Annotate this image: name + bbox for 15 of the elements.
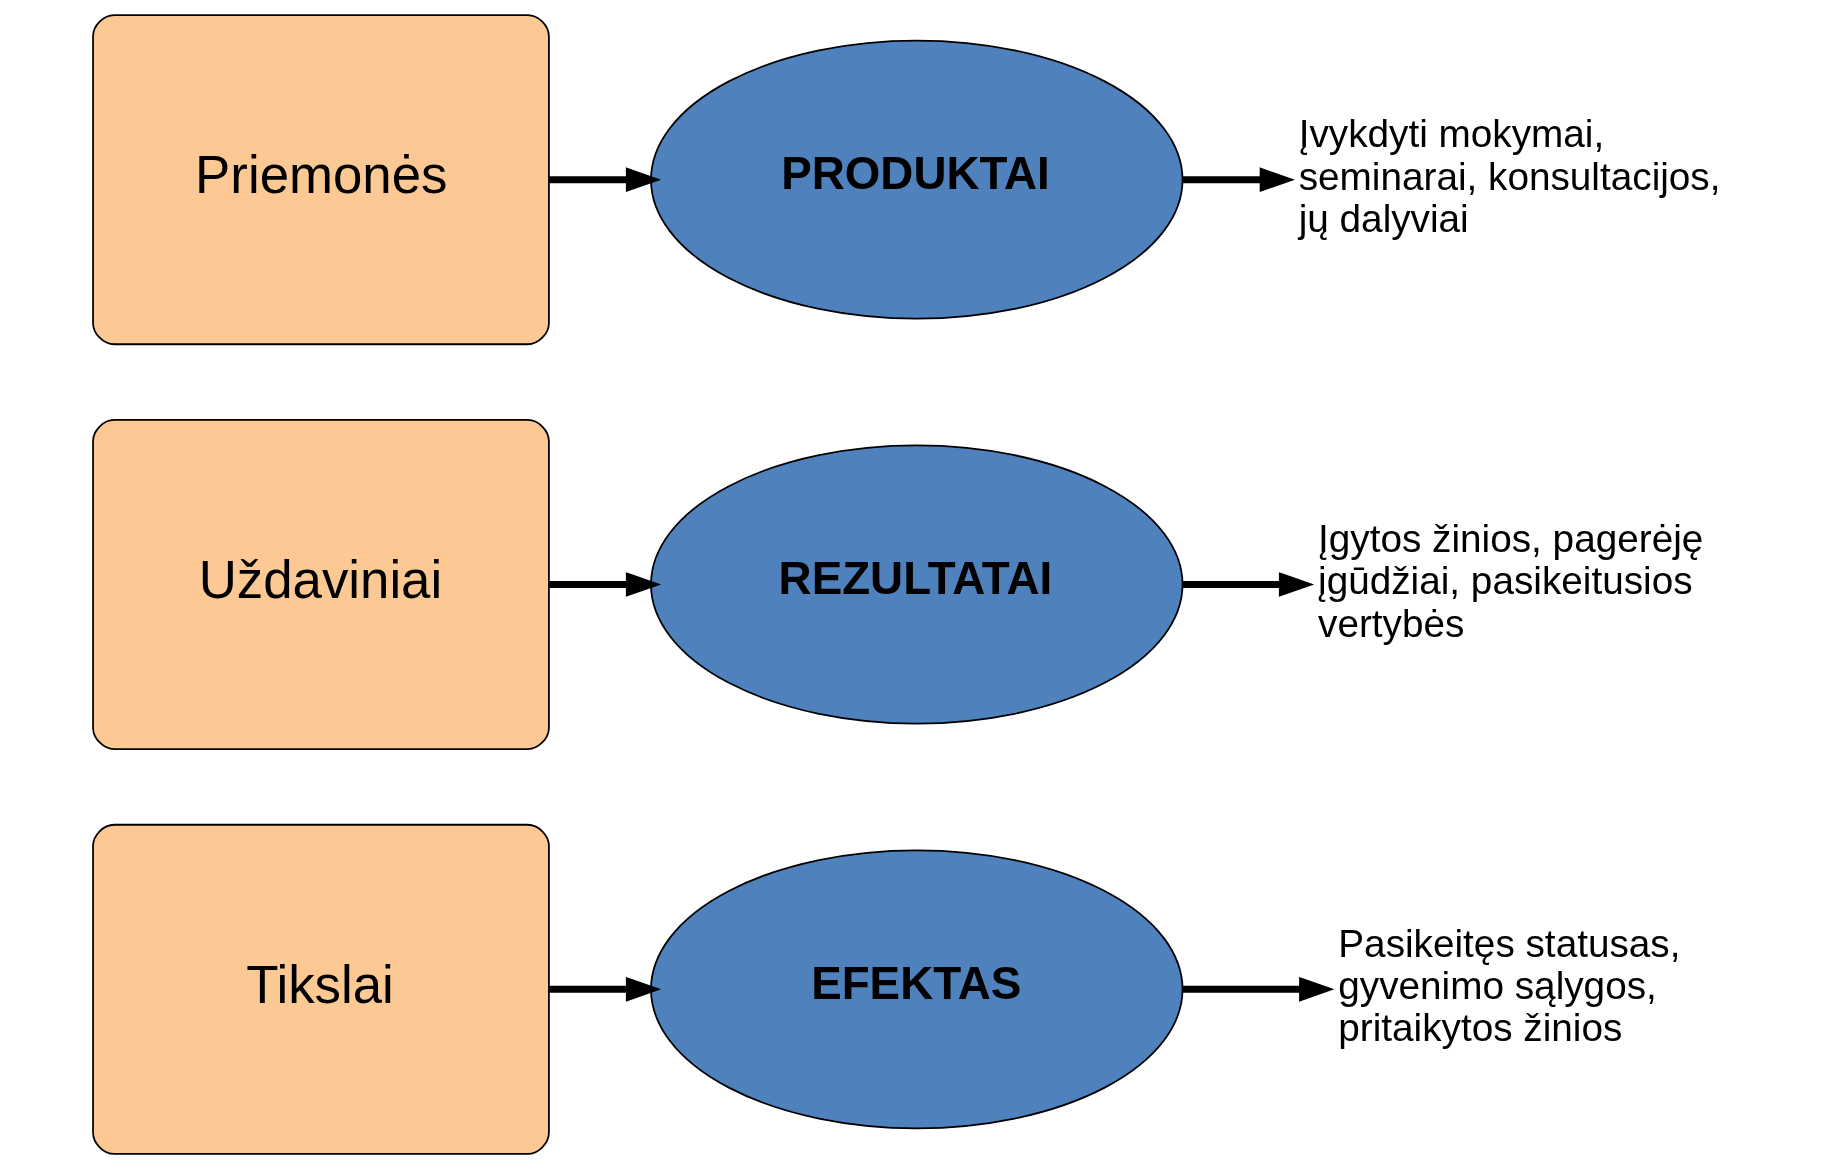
arrow [1182, 167, 1295, 193]
arrow [1182, 572, 1314, 597]
node-ellipse: REZULTATAI [649, 444, 1183, 725]
node-text: Įvykdyti mokymai, seminarai, konsultacijos, jų dalyviai [1298, 112, 1720, 240]
node-ellipse: EFEKTAS [649, 849, 1183, 1130]
node-box: Priemonės [91, 14, 550, 346]
node-text: Įgytos žinios, pagerėję įgūdžiai, pasikeitusios vertybės [1317, 517, 1703, 645]
arrow [1182, 976, 1334, 1002]
node-box: Uždaviniai [91, 419, 550, 750]
node-box: Tikslai [91, 823, 550, 1155]
arrow [548, 167, 661, 193]
arrow [548, 976, 661, 1002]
node-text: Pasikeitęs statusas, gyvenimo sąlygos, pritaikytos žinios [1337, 921, 1680, 1050]
node-ellipse: PRODUKTAI [649, 39, 1183, 320]
arrow [548, 572, 661, 597]
